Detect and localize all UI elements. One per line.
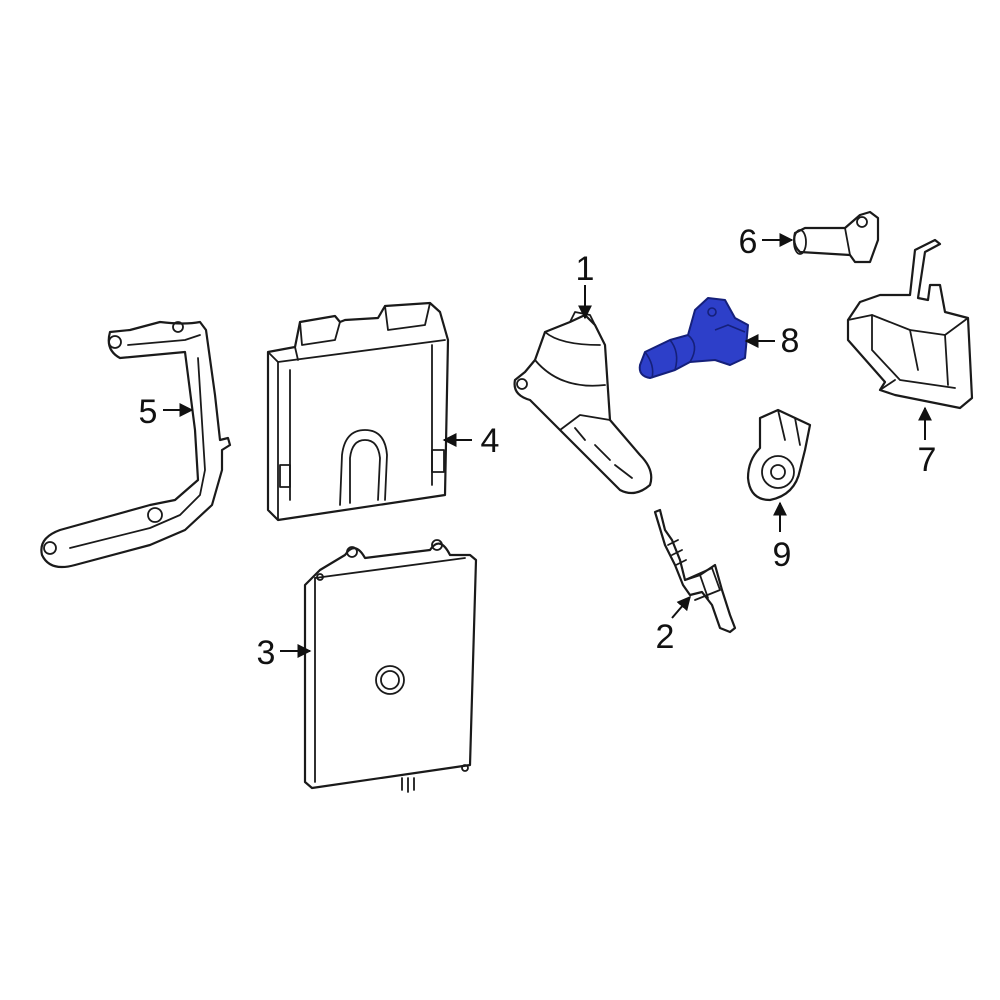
callout-7[interactable]: 7 — [918, 441, 937, 479]
mounting-bracket-part-5[interactable] — [40, 320, 232, 569]
ecm-module-part-3[interactable] — [303, 539, 478, 793]
ignition-coil-part-1[interactable] — [513, 311, 653, 495]
callout-4[interactable]: 4 — [481, 422, 500, 460]
ecm-housing-part-4[interactable] — [266, 301, 450, 522]
spark-plug-part-2[interactable] — [653, 508, 737, 634]
leader-arrow-2 — [671, 595, 691, 619]
callout-5[interactable]: 5 — [139, 393, 158, 431]
knock-sensor-part-9[interactable] — [746, 408, 812, 502]
callout-1[interactable]: 1 — [576, 250, 595, 288]
callout-8[interactable]: 8 — [781, 322, 800, 360]
callout-2[interactable]: 2 — [656, 618, 675, 656]
camshaft-sensor-part-6[interactable] — [793, 210, 880, 264]
module-bracket-part-7[interactable] — [846, 238, 974, 410]
callout-9[interactable]: 9 — [773, 536, 792, 574]
sensor-part-8-highlighted[interactable] — [638, 297, 749, 379]
callout-6[interactable]: 6 — [739, 223, 758, 261]
callout-3[interactable]: 3 — [257, 634, 276, 672]
